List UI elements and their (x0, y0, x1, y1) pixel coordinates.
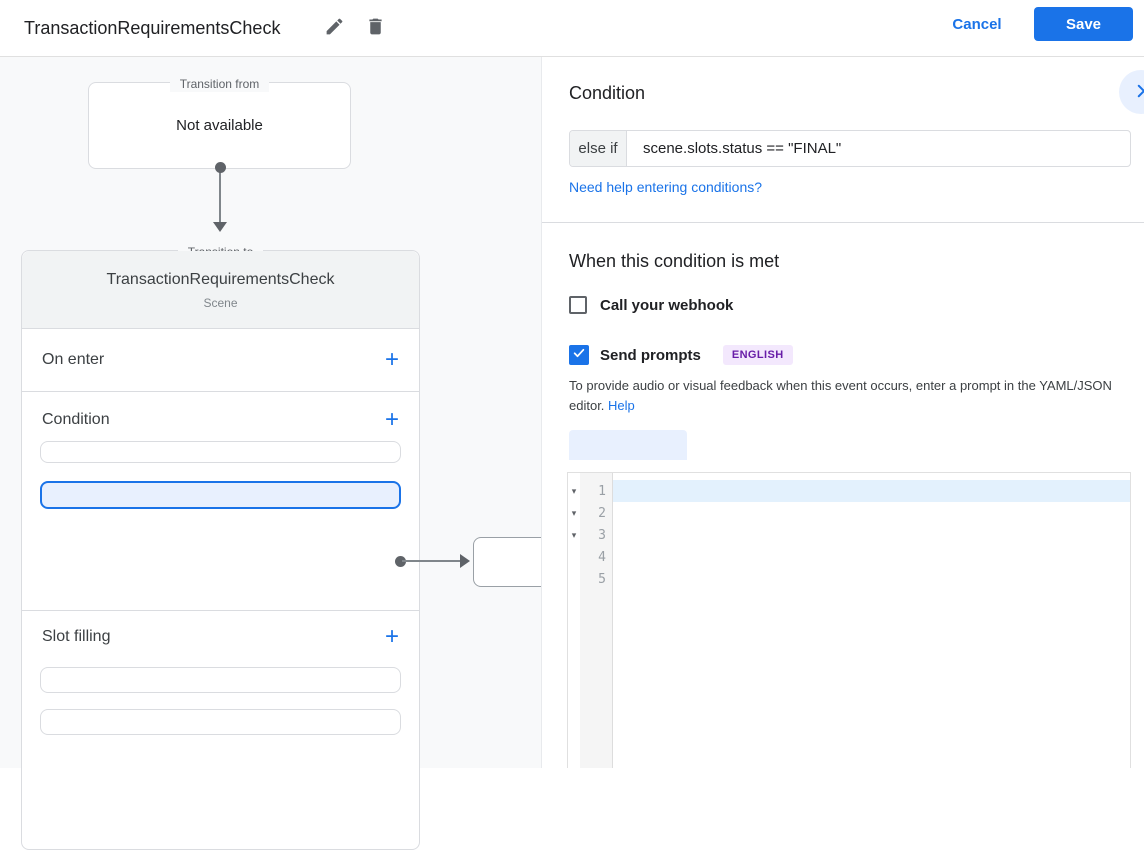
transition-arrowhead-icon (213, 222, 227, 232)
editor-line[interactable]: ▾ 2 (568, 502, 1130, 524)
send-prompts-label: Send prompts (600, 346, 701, 364)
slot-filling-header-row: Slot filling + (22, 615, 419, 659)
editor-line[interactable]: ▾ 1 (568, 480, 1130, 502)
language-badge: ENGLISH (722, 345, 793, 365)
send-prompts-row: Send prompts ENGLISH (569, 345, 793, 365)
condition-item-list (40, 441, 401, 527)
fold-arrow-icon[interactable]: ▾ (571, 529, 577, 540)
scene-card-header[interactable]: TransactionRequirementsCheck Scene (22, 251, 419, 329)
scene-card-title: TransactionRequirementsCheck (106, 271, 335, 288)
on-enter-row: On enter + (22, 329, 419, 392)
condition-label: Condition (42, 411, 110, 428)
yaml-code-editor[interactable]: ▾ 1 ▾ 2 ▾ 3 (567, 472, 1131, 768)
when-condition-met-heading: When this condition is met (569, 251, 780, 271)
condition-input-group: else if (569, 130, 1131, 167)
condition-section: Condition + (22, 392, 419, 611)
line-code (613, 502, 1130, 524)
add-slot-button[interactable]: + (384, 623, 399, 650)
cancel-button[interactable]: Cancel (946, 7, 1008, 41)
line-code (613, 480, 1130, 502)
slot-item[interactable] (40, 667, 401, 693)
panel-divider (542, 222, 1144, 223)
fold-arrow-icon[interactable]: ▾ (571, 507, 577, 518)
delete-scene-button[interactable] (362, 14, 388, 40)
connector-dot (395, 556, 406, 567)
line-number: 5 (598, 571, 606, 587)
editor-lines: ▾ 1 ▾ 2 ▾ 3 (568, 480, 1130, 590)
scene-graph-canvas: Transition from Not available Transition… (0, 57, 561, 850)
connector-line (402, 560, 462, 562)
transition-arrow-line (219, 168, 221, 224)
line-code (613, 546, 1130, 568)
scene-card-subtitle: Scene (203, 296, 238, 310)
slot-item-list (40, 667, 401, 751)
line-code (613, 524, 1130, 546)
edit-scene-button[interactable] (321, 14, 347, 40)
scene-card: Transition to TransactionRequirementsChe… (21, 245, 420, 850)
condition-item[interactable] (40, 481, 401, 509)
on-enter-label: On enter (42, 351, 105, 368)
line-number: 1 (598, 483, 606, 499)
webhook-row: Call your webhook (569, 296, 733, 314)
checkmark-icon (572, 346, 586, 365)
editor-line[interactable]: 5 (568, 568, 1130, 590)
save-button[interactable]: Save (1034, 7, 1133, 41)
condition-expression-input[interactable] (627, 131, 1130, 166)
transition-arrow-dot (215, 162, 226, 173)
line-number: 2 (598, 505, 606, 521)
trash-icon (365, 18, 386, 40)
send-prompts-checkbox[interactable] (569, 345, 589, 365)
condition-editor-panel: Condition else if Need help entering con… (541, 57, 1144, 768)
line-number: 3 (598, 527, 606, 543)
line-number: 4 (598, 549, 606, 565)
fold-arrow-icon[interactable]: ▾ (571, 485, 577, 496)
call-webhook-checkbox[interactable] (569, 296, 587, 314)
format-tab[interactable] (569, 430, 687, 460)
editor-line[interactable]: ▾ 3 (568, 524, 1130, 546)
editor-line[interactable]: 4 (568, 546, 1130, 568)
else-if-prefix: else if (570, 131, 627, 166)
add-condition-button[interactable]: + (384, 406, 399, 433)
condition-item[interactable] (40, 441, 401, 463)
transition-from-value: Not available (176, 117, 263, 134)
panel-heading: Condition (569, 83, 646, 103)
add-on-enter-button[interactable]: + (384, 346, 399, 373)
pencil-icon (324, 18, 345, 40)
line-code (613, 568, 1130, 590)
condition-header-row: Condition + (22, 398, 419, 442)
condition-help-link[interactable]: Need help entering conditions? (569, 179, 763, 195)
transition-from-box: Transition from Not available (88, 77, 351, 169)
slot-filling-label: Slot filling (42, 628, 111, 645)
collapse-panel-button[interactable] (1119, 70, 1144, 114)
call-webhook-label: Call your webhook (600, 296, 734, 314)
editor-format-tabs (569, 430, 805, 460)
connector-arrowhead-icon (460, 554, 470, 568)
prompt-description: To provide audio or visual feedback when… (569, 378, 1112, 413)
format-tab[interactable] (687, 430, 805, 460)
top-bar: TransactionRequirementsCheck Cancel Save (0, 0, 1144, 57)
editor-gutter (580, 473, 613, 768)
chevron-right-icon (1132, 82, 1144, 103)
slot-item[interactable] (40, 709, 401, 735)
help-link[interactable]: Help (608, 398, 635, 413)
page-title: TransactionRequirementsCheck (24, 18, 281, 38)
transition-from-legend: Transition from (89, 75, 350, 93)
